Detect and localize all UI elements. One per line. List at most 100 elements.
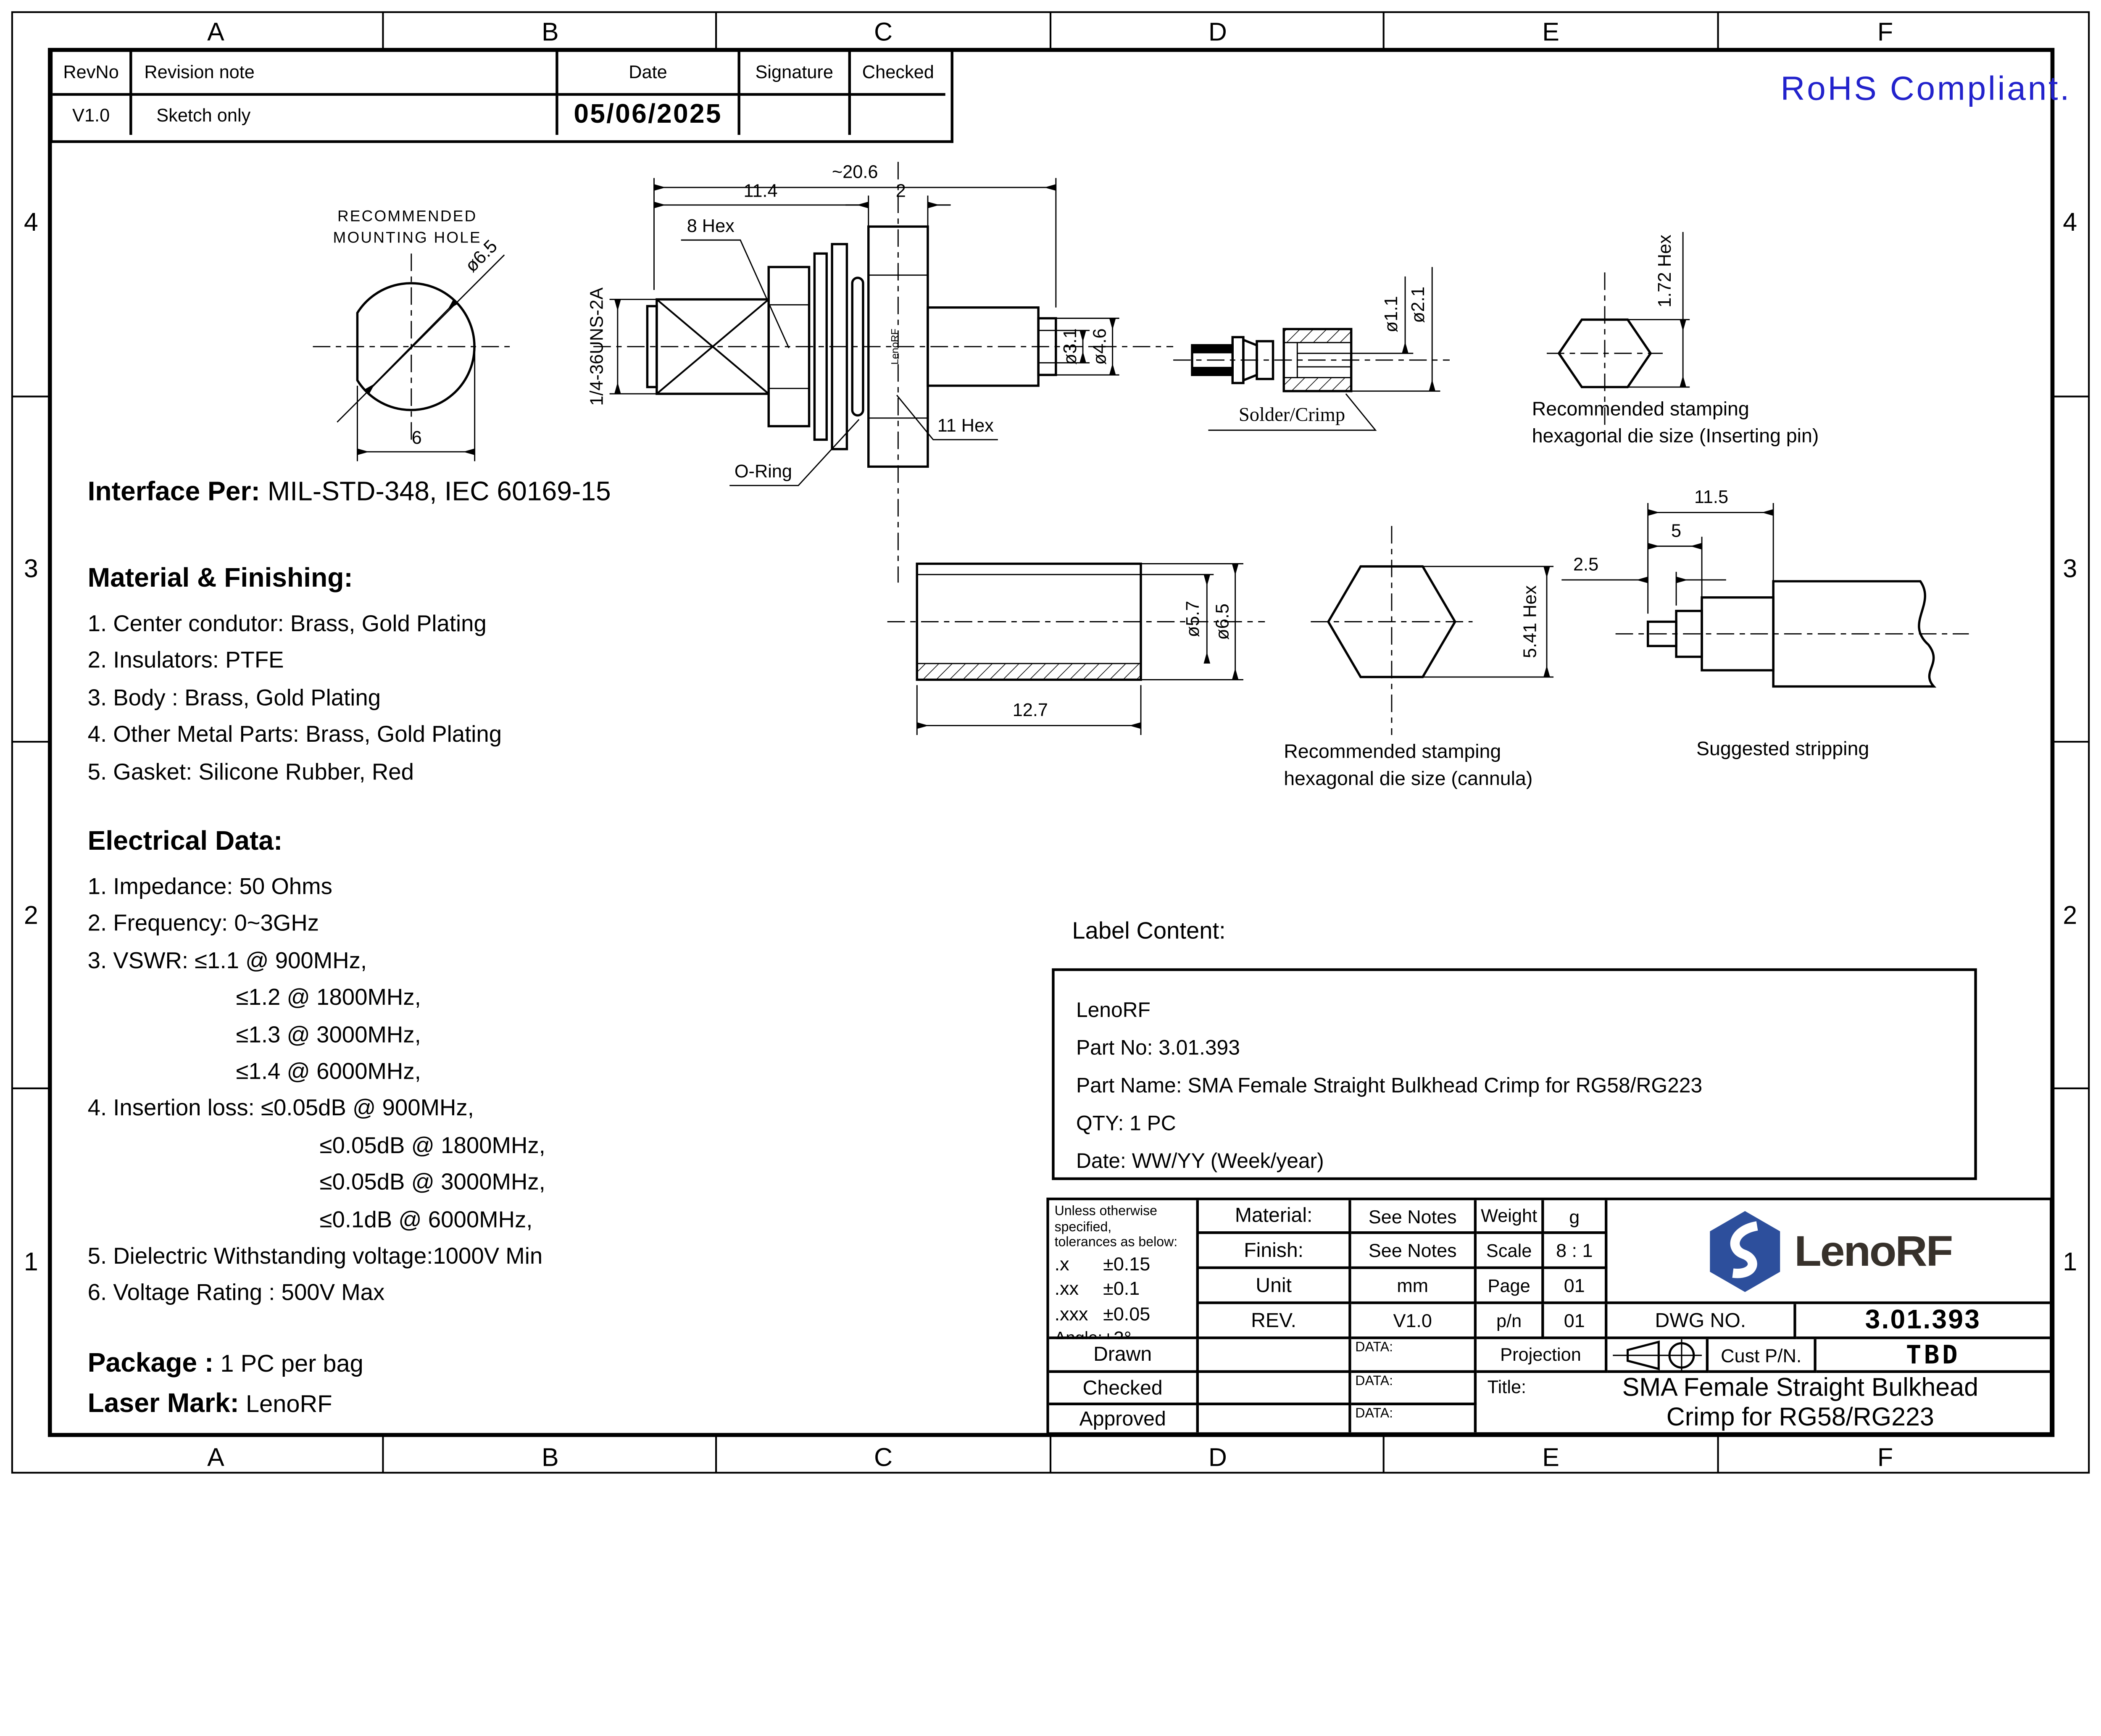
zone-top-e: E xyxy=(1542,17,1559,46)
package-label: Package : xyxy=(87,1349,214,1378)
tol-x-label: .x xyxy=(1054,1252,1069,1274)
company-logo: LenoRF xyxy=(1607,1200,2050,1304)
stripping-dim1-label: 11.5 xyxy=(1694,487,1728,507)
tb-cust-value: TBD xyxy=(1816,1339,2050,1373)
zone-top-b: B xyxy=(542,17,559,46)
tb-drawn-label: Drawn xyxy=(1049,1339,1199,1373)
label-content-box: LenoRF Part No: 3.01.393 Part Name: SMA … xyxy=(1052,968,1977,1180)
rev-header-note: Revision note xyxy=(132,50,558,96)
tb-checked-signature xyxy=(1199,1373,1351,1406)
mounting-hole-title-1: RECOMMENDED xyxy=(337,207,477,224)
zone-right-3: 3 xyxy=(2063,554,2077,583)
electrical-item: ≤0.1dB @ 6000MHz, xyxy=(319,1207,533,1233)
rohs-compliance-note: RoHS Compliant. xyxy=(1780,70,2072,108)
cannula-die-caption-1: Recommended stamping xyxy=(1284,740,1501,762)
view-cannula-die: 5.41 Hex Recommended stamping hexagonal … xyxy=(1284,526,1554,789)
electrical-item: 2. Frequency: 0~3GHz xyxy=(87,911,319,937)
rev-row-note: Sketch only xyxy=(132,95,558,135)
main-thread-label: 1/4-36UNS-2A xyxy=(587,287,607,406)
rev-header-date: Date xyxy=(558,50,740,96)
tb-finish-label: Finish: xyxy=(1199,1234,1351,1269)
stripping-caption: Suggested stripping xyxy=(1696,738,1869,759)
tb-finish-value: See Notes xyxy=(1351,1234,1477,1269)
title-block: Unless otherwise specified, tolerances a… xyxy=(1046,1197,2053,1435)
pin-dia-bore-label: ø1.1 xyxy=(1381,296,1401,332)
material-item: 1. Center condutor: Brass, Gold Plating xyxy=(87,611,487,637)
zone-right-2: 2 xyxy=(2063,901,2077,929)
main-dim-front: 11.4 xyxy=(743,181,777,201)
material-item: 2. Insulators: PTFE xyxy=(87,648,284,674)
view-mounting-hole: RECOMMENDED MOUNTING HOLE ø6.5 6 xyxy=(313,207,510,461)
sheet-frame xyxy=(11,11,2090,1474)
tb-approved-date: DATA: xyxy=(1351,1405,1477,1433)
rev-row-signature xyxy=(740,95,851,135)
tb-drawn-signature xyxy=(1199,1339,1351,1373)
tol-xxx-label: .xxx xyxy=(1054,1302,1088,1324)
main-brand-mark: LenoRF xyxy=(889,329,900,365)
pin-die-dim-label: 1.72 Hex xyxy=(1655,234,1675,308)
zone-bottom-e: E xyxy=(1542,1443,1559,1471)
projection-symbol xyxy=(1607,1338,1709,1373)
tolerance-box: Unless otherwise specified, tolerances a… xyxy=(1049,1200,1199,1349)
electrical-item: 3. VSWR: ≤1.1 @ 900MHz, xyxy=(87,948,367,974)
zone-bottom-b: B xyxy=(542,1443,559,1471)
tb-title-label: Title: xyxy=(1487,1377,1527,1397)
revision-table: RevNo Revision note Date Signature Check… xyxy=(50,50,953,143)
electrical-item: 5. Dielectric Withstanding voltage:1000V… xyxy=(87,1243,543,1270)
zone-labels: A B C D E F A B C D E F 4 3 2 1 4 3 2 1 xyxy=(24,17,2077,1471)
tb-page-label: Page xyxy=(1477,1269,1544,1304)
ferrule-dia-od-label: ø6.5 xyxy=(1213,603,1233,640)
zone-top-c: C xyxy=(874,17,893,46)
electrical-item: ≤1.4 @ 6000MHz, xyxy=(236,1059,421,1085)
tb-material-label: Material: xyxy=(1199,1200,1351,1234)
zone-left-4: 4 xyxy=(24,208,38,236)
electrical-item: 1. Impedance: 50 Ohms xyxy=(87,874,332,900)
material-list: 1. Center condutor: Brass, Gold Plating … xyxy=(88,606,502,790)
tb-scale-label: Scale xyxy=(1477,1234,1544,1269)
laser-mark-label: Laser Mark: xyxy=(87,1389,239,1419)
zone-left-2: 2 xyxy=(24,901,38,929)
zone-left-3: 3 xyxy=(24,554,38,583)
main-dia-od-label: ø4.6 xyxy=(1090,328,1110,365)
zone-top-a: A xyxy=(207,17,224,46)
material-item: 4. Other Metal Parts: Brass, Gold Platin… xyxy=(87,722,502,748)
rev-header-checked: Checked xyxy=(851,50,945,96)
main-dim-overall: ~20.6 xyxy=(832,162,878,182)
logo-wordmark: LenoRF xyxy=(1794,1226,1953,1275)
electrical-title: Electrical Data: xyxy=(87,827,283,856)
pin-label: Solder/Crimp xyxy=(1239,404,1345,425)
tb-weight-label: Weight xyxy=(1477,1200,1544,1234)
main-oring-label: O-Ring xyxy=(735,461,792,482)
tb-checked-date: DATA: xyxy=(1351,1373,1477,1406)
zone-top-f: F xyxy=(1877,17,1893,46)
material-item: 5. Gasket: Silicone Rubber, Red xyxy=(87,759,414,785)
mounting-hole-width-label: 6 xyxy=(412,428,422,448)
main-dim-panel: 2 xyxy=(896,181,906,201)
electrical-item: ≤1.3 @ 3000MHz, xyxy=(236,1022,421,1048)
electrical-item: 4. Insertion loss: ≤0.05dB @ 900MHz, xyxy=(87,1096,474,1122)
label-line: LenoRF xyxy=(1076,999,1151,1022)
electrical-item: ≤1.2 @ 1800MHz, xyxy=(236,985,421,1011)
view-ferrule: ø5.7 ø6.5 12.7 xyxy=(887,562,1265,735)
tb-unit-label: Unit xyxy=(1199,1269,1351,1304)
main-hex-front-label: 8 Hex xyxy=(687,216,735,236)
rev-row-date: 05/06/2025 xyxy=(558,95,740,135)
tol-xxx-value: ±0.05 xyxy=(1103,1302,1151,1324)
ferrule-len-label: 12.7 xyxy=(1013,700,1048,720)
rev-row-checked xyxy=(851,96,945,135)
electrical-item: 6. Voltage Rating : 500V Max xyxy=(87,1280,385,1307)
tb-rev-value: V1.0 xyxy=(1351,1304,1477,1339)
tb-scale-value: 8 : 1 xyxy=(1544,1234,1608,1269)
tb-cust-label: Cust P/N. xyxy=(1709,1339,1817,1373)
zone-top-d: D xyxy=(1208,17,1227,46)
tb-material-value: See Notes xyxy=(1351,1200,1477,1234)
stripping-dim3-label: 2.5 xyxy=(1573,555,1598,575)
tb-page-value: 01 xyxy=(1544,1269,1608,1304)
tol-xx-label: .xx xyxy=(1054,1277,1079,1299)
label-line: Date: WW/YY (Week/year) xyxy=(1076,1150,1324,1174)
tb-approved-signature xyxy=(1199,1405,1351,1433)
tolerance-note-1: Unless otherwise specified, xyxy=(1054,1204,1158,1235)
label-line: Part No: 3.01.393 xyxy=(1076,1037,1240,1060)
zone-right-1: 1 xyxy=(2063,1247,2077,1276)
rev-header-signature: Signature xyxy=(740,50,851,96)
